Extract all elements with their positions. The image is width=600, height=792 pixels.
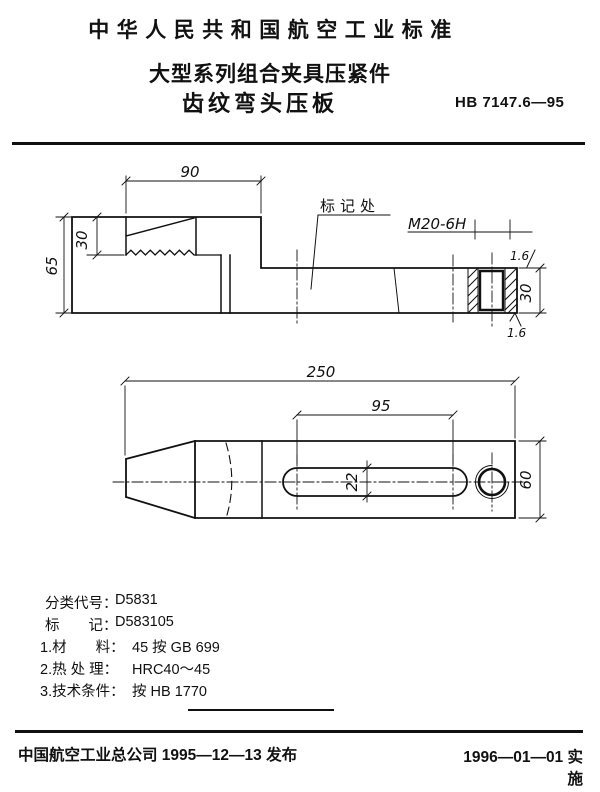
dim-60-text: 60 [517, 470, 535, 489]
roughness-bottom-text: 1.6 [507, 326, 526, 340]
bend-hidden-arc [225, 442, 233, 516]
publisher-and-issue-date: 中国航空工业总公司 1995—12—13 发布 [18, 747, 298, 764]
serrated-head-block [125, 216, 197, 256]
note-row-marking: 标 记： D583105 [0, 614, 400, 634]
note-value: D583105 [115, 614, 174, 630]
top-view: 250 95 22 60 [112, 363, 547, 523]
notes-divider-line [188, 709, 334, 711]
thread-minor-bold [478, 269, 505, 312]
side-view: 90 30 65 标记处 M20-6H [43, 163, 547, 340]
threaded-hole-major-arc [475, 464, 510, 499]
note-label: 3.技术条件： [40, 684, 125, 700]
serration-teeth [125, 249, 222, 256]
note-label: 标 记： [45, 618, 118, 634]
dim-95-text: 95 [371, 397, 390, 415]
implementation-date: 1996—01—01 实施 [463, 749, 583, 788]
part-name-title: 齿纹弯头压板 [181, 91, 338, 116]
thread-callout-text: M20-6H [408, 215, 466, 233]
footer-rule [15, 730, 583, 733]
dim-90-text: 90 [180, 163, 199, 181]
part-family-title: 大型系列组合夹具压紧件 [149, 63, 391, 86]
roughness-bottom-tick [509, 311, 522, 327]
marking-place-leader [310, 214, 391, 290]
roughness-top-tick [526, 249, 536, 268]
dim-250 [120, 376, 520, 456]
dim-22-text: 22 [343, 472, 361, 491]
note-label: 1.材 料： [40, 640, 125, 656]
dim-250-text: 250 [307, 363, 336, 381]
standard-number: HB 7147.6—95 [455, 94, 565, 111]
note-row-material: 1.材 料： 45 按 GB 699 [0, 636, 400, 656]
dim-95 [292, 410, 458, 464]
dim-30-thickness [518, 263, 547, 318]
header-rule [12, 142, 585, 145]
technical-drawing: 90 30 65 标记处 M20-6H [43, 163, 547, 523]
dim-30-thickness-text: 30 [517, 283, 535, 302]
dim-30-head [86, 212, 125, 260]
note-row-technical-conditions: 3.技术条件： 按 HB 1770 [0, 680, 400, 700]
break-line [393, 267, 400, 314]
thread-callout-leader [407, 219, 533, 240]
note-value: D5831 [115, 592, 158, 608]
dim-22 [362, 460, 372, 503]
dim-60 [518, 436, 547, 523]
roughness-top-text: 1.6 [510, 249, 529, 263]
hatching-right [504, 267, 518, 314]
centerlines-top [112, 452, 530, 512]
dim-90 [121, 175, 266, 214]
top-view-nose [124, 439, 197, 520]
note-label: 2.热 处 理： [40, 662, 119, 678]
note-row-classification: 分类代号： D5831 [0, 592, 400, 612]
dim-65 [59, 212, 69, 318]
hatching-left [467, 267, 479, 314]
note-value: 按 HB 1770 [132, 684, 207, 700]
note-row-heat-treatment: 2.热 处 理： HRC40～45 [0, 658, 400, 678]
standard-title: 中华人民共和国航空工业标准 [88, 19, 459, 42]
marking-place-label: 标记处 [320, 198, 380, 215]
centerlines-side [296, 249, 493, 327]
dim-30-head-text: 30 [73, 230, 91, 249]
note-value: HRC40～45 [132, 662, 211, 678]
top-view-body [194, 440, 516, 519]
step-band [220, 254, 231, 314]
note-label: 分类代号： [45, 596, 118, 612]
note-value: 45 按 GB 699 [132, 640, 220, 656]
dim-65-text: 65 [43, 256, 61, 275]
